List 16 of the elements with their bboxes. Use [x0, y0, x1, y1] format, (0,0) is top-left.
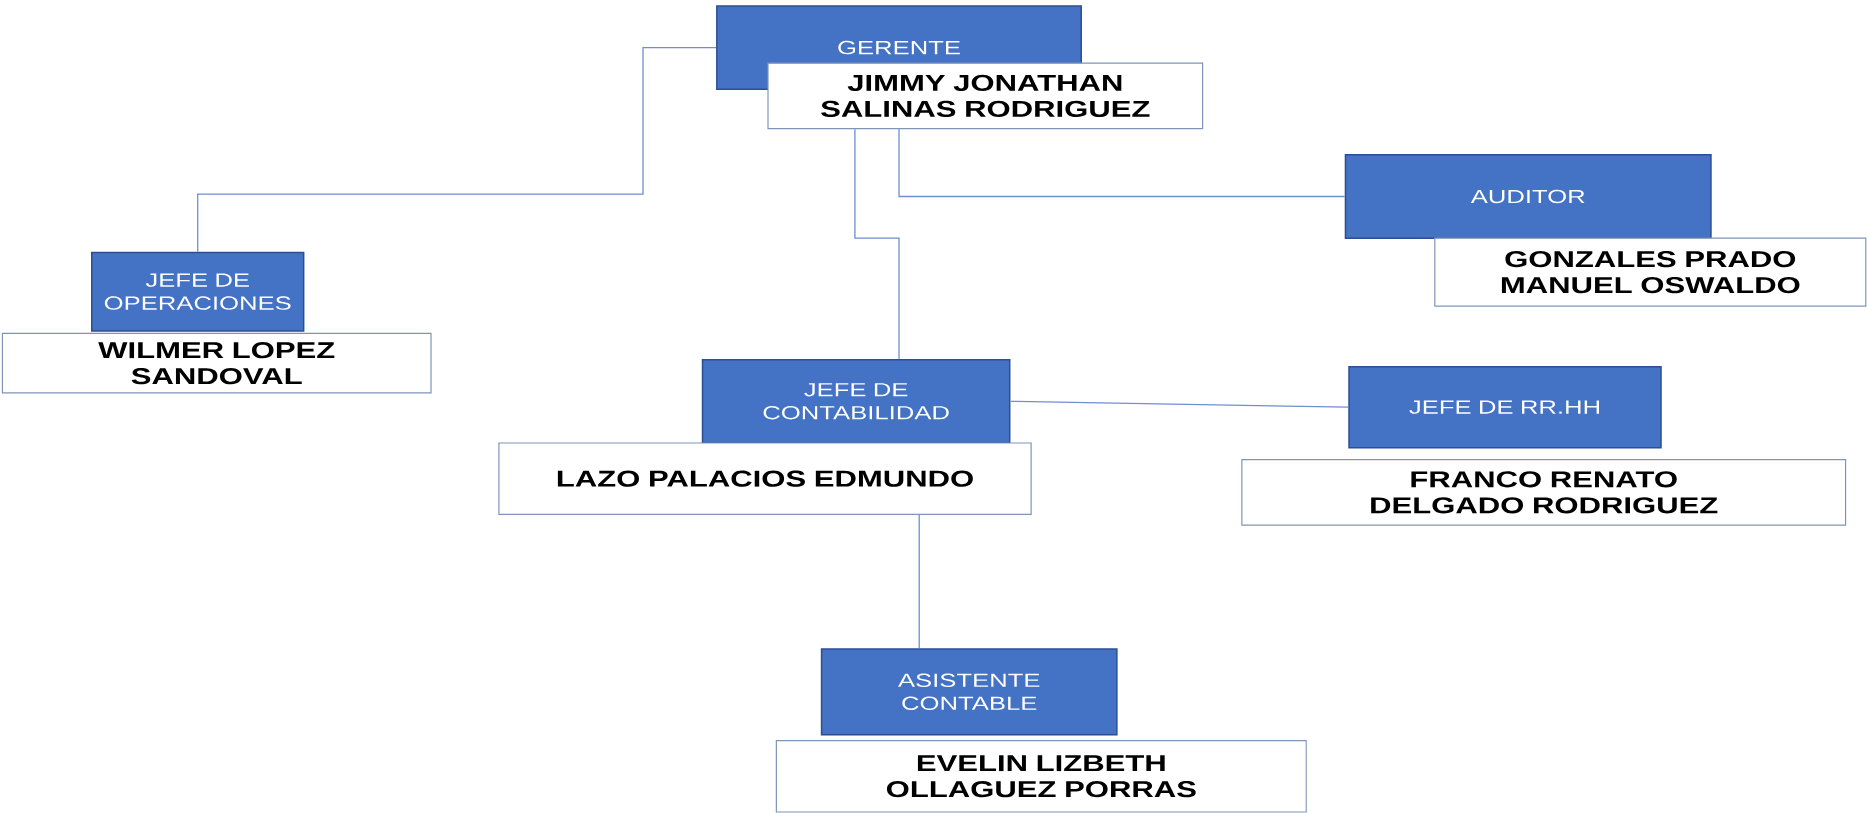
name-box: WILMER LOPEZ SANDOVAL	[1, 332, 432, 394]
title-box: AUDITOR	[1344, 154, 1712, 239]
connector-line	[898, 128, 1346, 198]
title-box: JEFE DE CONTABILIDAD	[701, 358, 1011, 444]
name-box: GONZALES PRADO MANUEL OSWALDO	[1434, 237, 1867, 307]
name-box: JIMMY JONATHAN SALINAS RODRIGUEZ	[767, 62, 1204, 130]
title-box: JEFE DE RR.HH	[1348, 365, 1662, 449]
name-box: EVELIN LIZBETH OLLAGUEZ PORRAS	[775, 740, 1307, 813]
connector-line	[854, 128, 900, 360]
name-box: FRANCO RENATO DELGADO RODRIGUEZ	[1241, 458, 1847, 526]
title-box: ASISTENTE CONTABLE	[820, 648, 1118, 736]
name-box: LAZO PALACIOS EDMUNDO	[498, 442, 1032, 515]
connector-line	[918, 514, 920, 649]
connector-line	[1009, 400, 1349, 408]
connector-line	[197, 46, 717, 253]
title-box: JEFE DE OPERACIONES	[91, 251, 305, 332]
